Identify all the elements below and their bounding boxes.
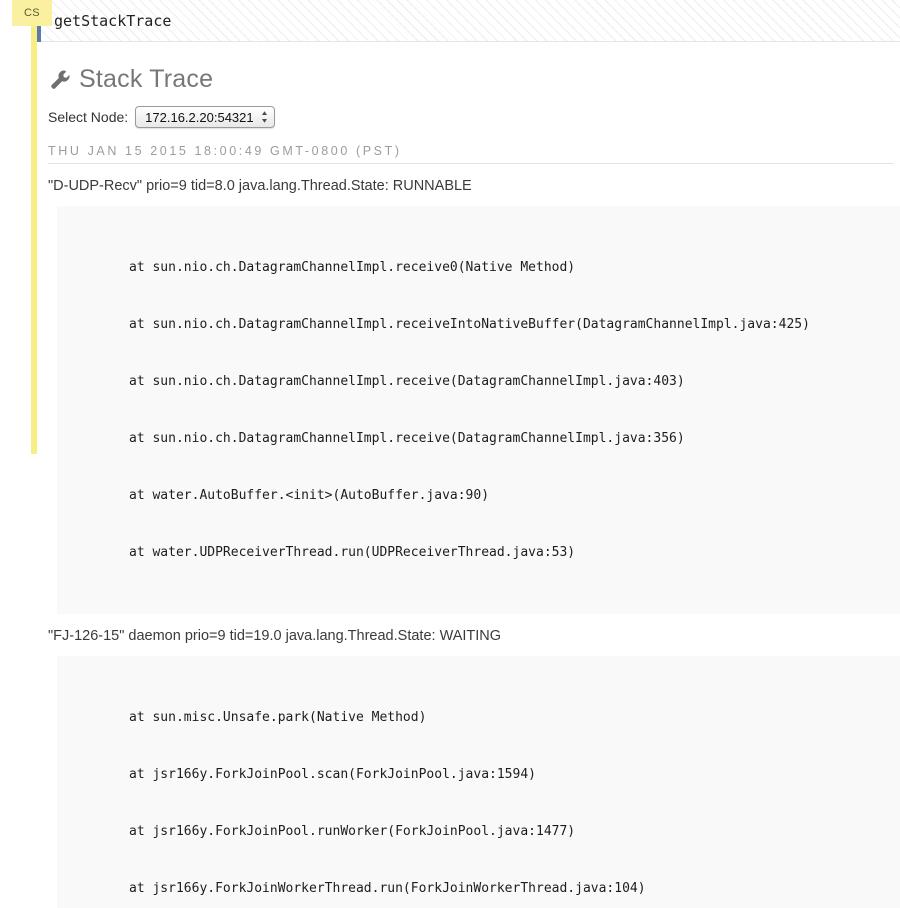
page-title-text: Stack Trace bbox=[79, 65, 214, 93]
stack-frame: at jsr166y.ForkJoinWorkerThread.run(Fork… bbox=[129, 881, 646, 896]
thread-header: "FJ-126-15" daemon prio=9 tid=19.0 java.… bbox=[48, 628, 502, 644]
wrench-icon bbox=[48, 67, 72, 91]
cell-type-badge[interactable]: CS bbox=[12, 0, 52, 26]
cell-selection-rail bbox=[31, 0, 37, 454]
updown-arrows-icon bbox=[261, 110, 268, 124]
page-title: Stack Trace bbox=[37, 42, 900, 94]
node-select-value: 172.16.2.20:54321 bbox=[145, 109, 254, 125]
thread-stack-block: at sun.nio.ch.DatagramChannelImpl.receiv… bbox=[57, 206, 900, 614]
stack-frame: at sun.nio.ch.DatagramChannelImpl.receiv… bbox=[129, 431, 685, 446]
trace-timestamp: THU JAN 15 2015 18:00:49 GMT-0800 (PST) bbox=[48, 144, 894, 164]
stack-frame: at sun.nio.ch.DatagramChannelImpl.receiv… bbox=[129, 374, 685, 389]
thread-header: "D-UDP-Recv" prio=9 tid=8.0 java.lang.Th… bbox=[48, 178, 472, 194]
node-picker: Select Node: 172.16.2.20:54321 bbox=[37, 94, 900, 128]
thread-stack-block: at sun.misc.Unsafe.park(Native Method) a… bbox=[57, 656, 900, 908]
select-node-label: Select Node: bbox=[48, 109, 129, 125]
stack-frame: at sun.nio.ch.DatagramChannelImpl.receiv… bbox=[129, 317, 810, 332]
stack-frame: at jsr166y.ForkJoinPool.runWorker(ForkJo… bbox=[129, 824, 576, 839]
stack-frame: at water.AutoBuffer.<init>(AutoBuffer.ja… bbox=[129, 488, 490, 503]
stack-frame: at sun.misc.Unsafe.park(Native Method) bbox=[129, 710, 427, 725]
node-select[interactable]: 172.16.2.20:54321 bbox=[135, 106, 275, 128]
notebook-input-row[interactable]: getStackTrace bbox=[37, 0, 900, 42]
stack-frame: at jsr166y.ForkJoinPool.scan(ForkJoinPoo… bbox=[129, 767, 536, 782]
input-command-text[interactable]: getStackTrace bbox=[54, 11, 172, 30]
stack-frame: at sun.nio.ch.DatagramChannelImpl.receiv… bbox=[129, 260, 576, 275]
stack-frame: at water.UDPReceiverThread.run(UDPReceiv… bbox=[129, 545, 576, 560]
stack-trace-output: Stack Trace Select Node: 172.16.2.20:543… bbox=[37, 42, 900, 908]
